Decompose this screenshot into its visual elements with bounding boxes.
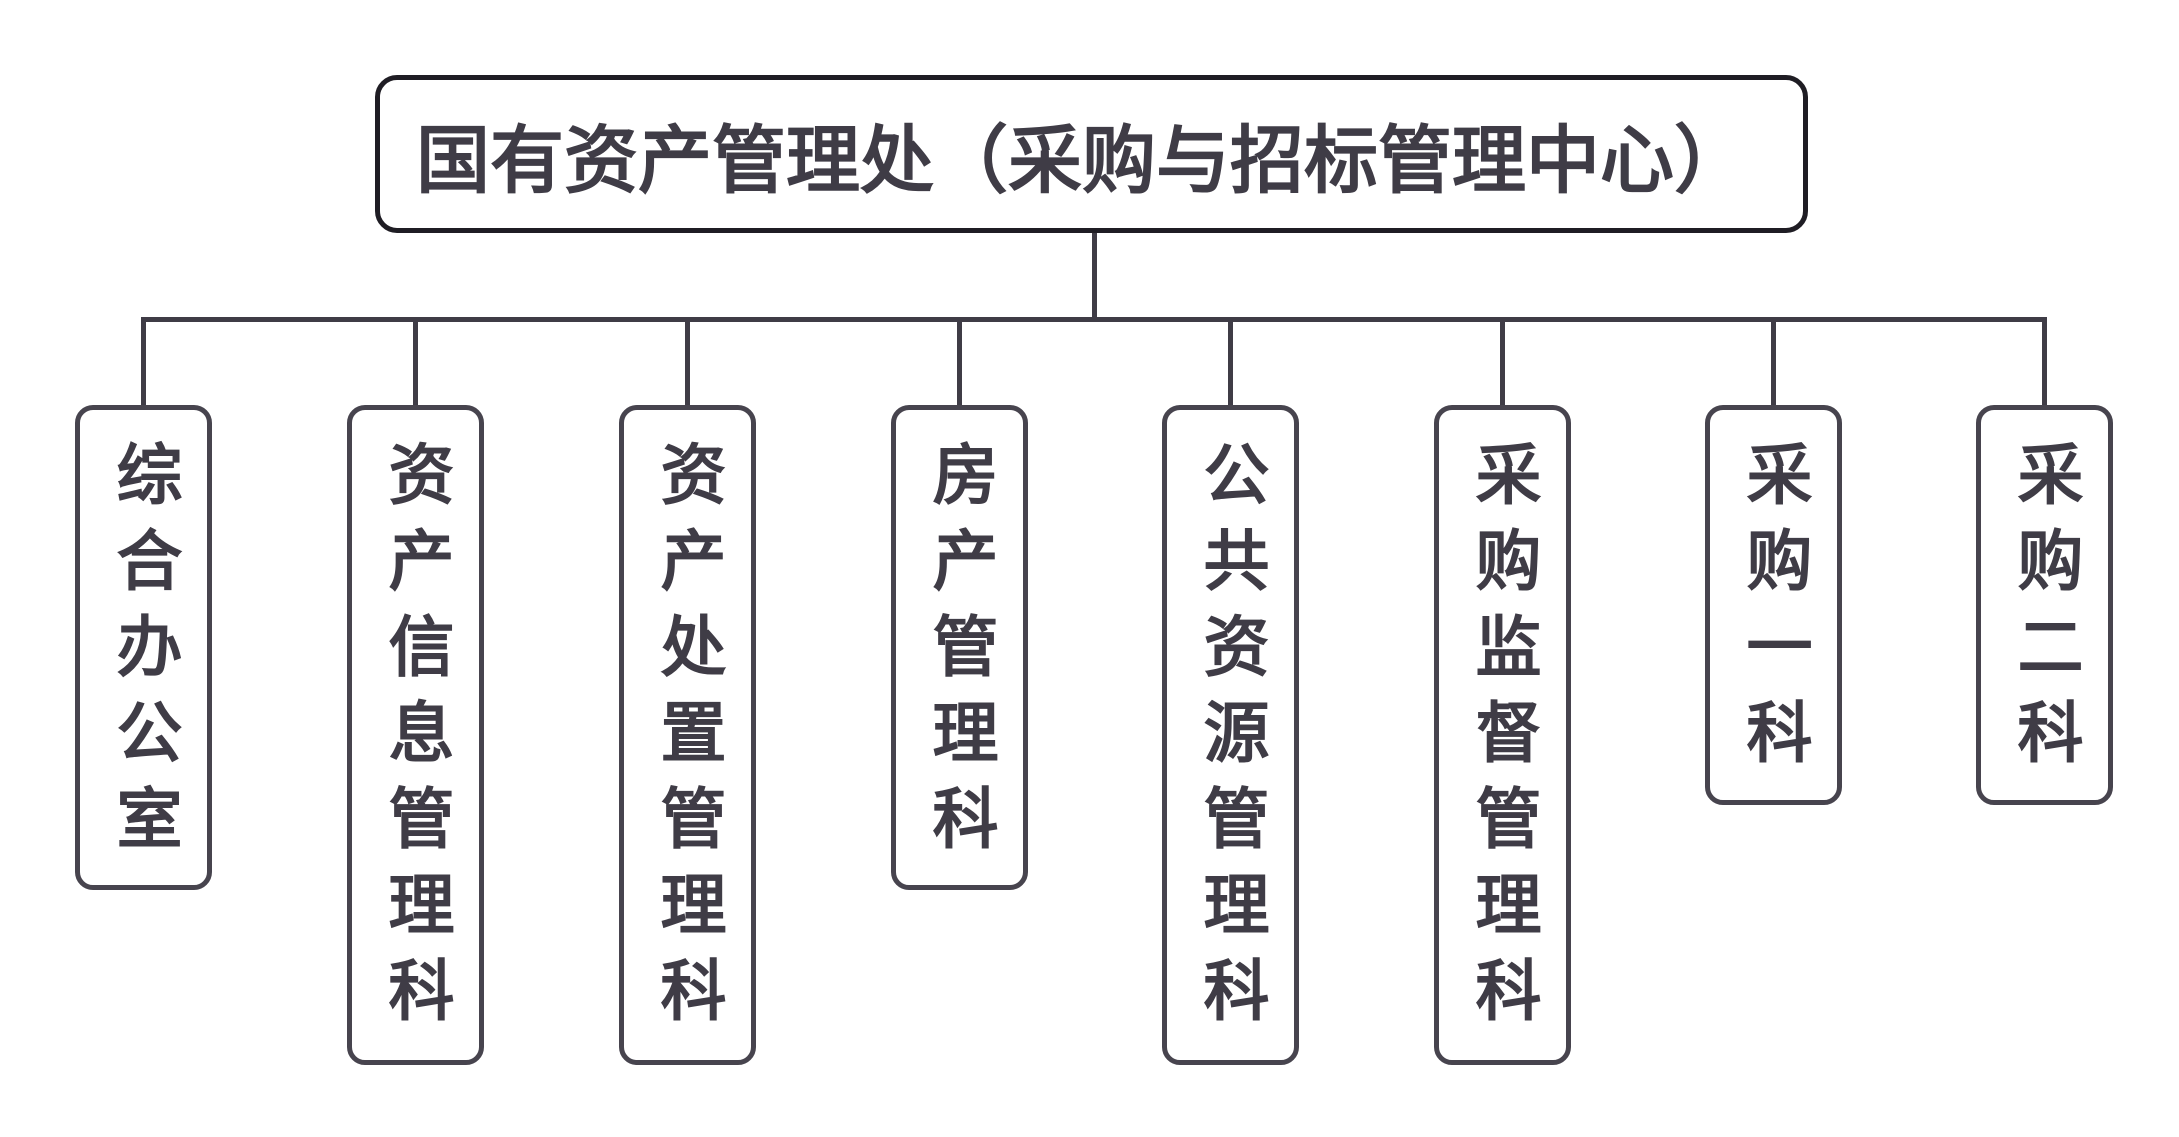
child-node-general-office: 综合办公室 — [75, 405, 212, 890]
child-node-procurement-section-2: 采购二科 — [1976, 405, 2113, 805]
child-connector — [2042, 317, 2047, 405]
child-connector — [141, 317, 146, 405]
child-node-label: 房产管理科 — [921, 440, 999, 870]
child-connector — [685, 317, 690, 405]
child-node-procurement-section-1: 采购一科 — [1705, 405, 1842, 805]
branch-bar — [141, 317, 2046, 322]
child-connector — [1228, 317, 1233, 405]
child-connector — [413, 317, 418, 405]
child-node-procurement-supervision: 采购监督管理科 — [1434, 405, 1571, 1065]
root-node: 国有资产管理处（采购与招标管理中心） — [375, 75, 1808, 233]
child-node-asset-information: 资产信息管理科 — [347, 405, 484, 1065]
child-node-asset-disposal: 资产处置管理科 — [619, 405, 756, 1065]
child-connector — [957, 317, 962, 405]
child-connector — [1771, 317, 1776, 405]
child-connector — [1500, 317, 1505, 405]
child-node-public-resources: 公共资源管理科 — [1162, 405, 1299, 1065]
child-node-label: 采购二科 — [2006, 440, 2084, 784]
child-node-label: 综合办公室 — [105, 440, 183, 870]
root-node-label: 国有资产管理处（采购与招标管理中心） — [416, 117, 1748, 204]
child-node-label: 资产信息管理科 — [377, 440, 455, 1042]
child-node-property-management: 房产管理科 — [891, 405, 1028, 890]
child-node-label: 采购监督管理科 — [1464, 440, 1542, 1042]
child-node-label: 公共资源管理科 — [1192, 440, 1270, 1042]
child-node-label: 采购一科 — [1735, 440, 1813, 784]
child-node-label: 资产处置管理科 — [649, 440, 727, 1042]
root-connector — [1092, 233, 1097, 321]
